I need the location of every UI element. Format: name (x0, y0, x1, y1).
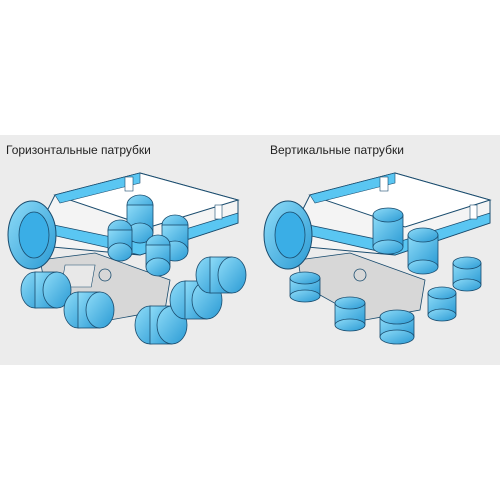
spigots (289, 207, 482, 345)
main-duct-left (7, 200, 57, 270)
horizontal-ducts-illustration (7, 172, 247, 345)
caption-vertical-ducts: Вертикальные патрубки (270, 143, 404, 157)
vertical-ducts-illustration (263, 172, 492, 345)
main-duct-left (263, 200, 313, 270)
spigots (20, 194, 247, 345)
caption-horizontal-ducts: Горизонтальные патрубки (6, 143, 151, 157)
